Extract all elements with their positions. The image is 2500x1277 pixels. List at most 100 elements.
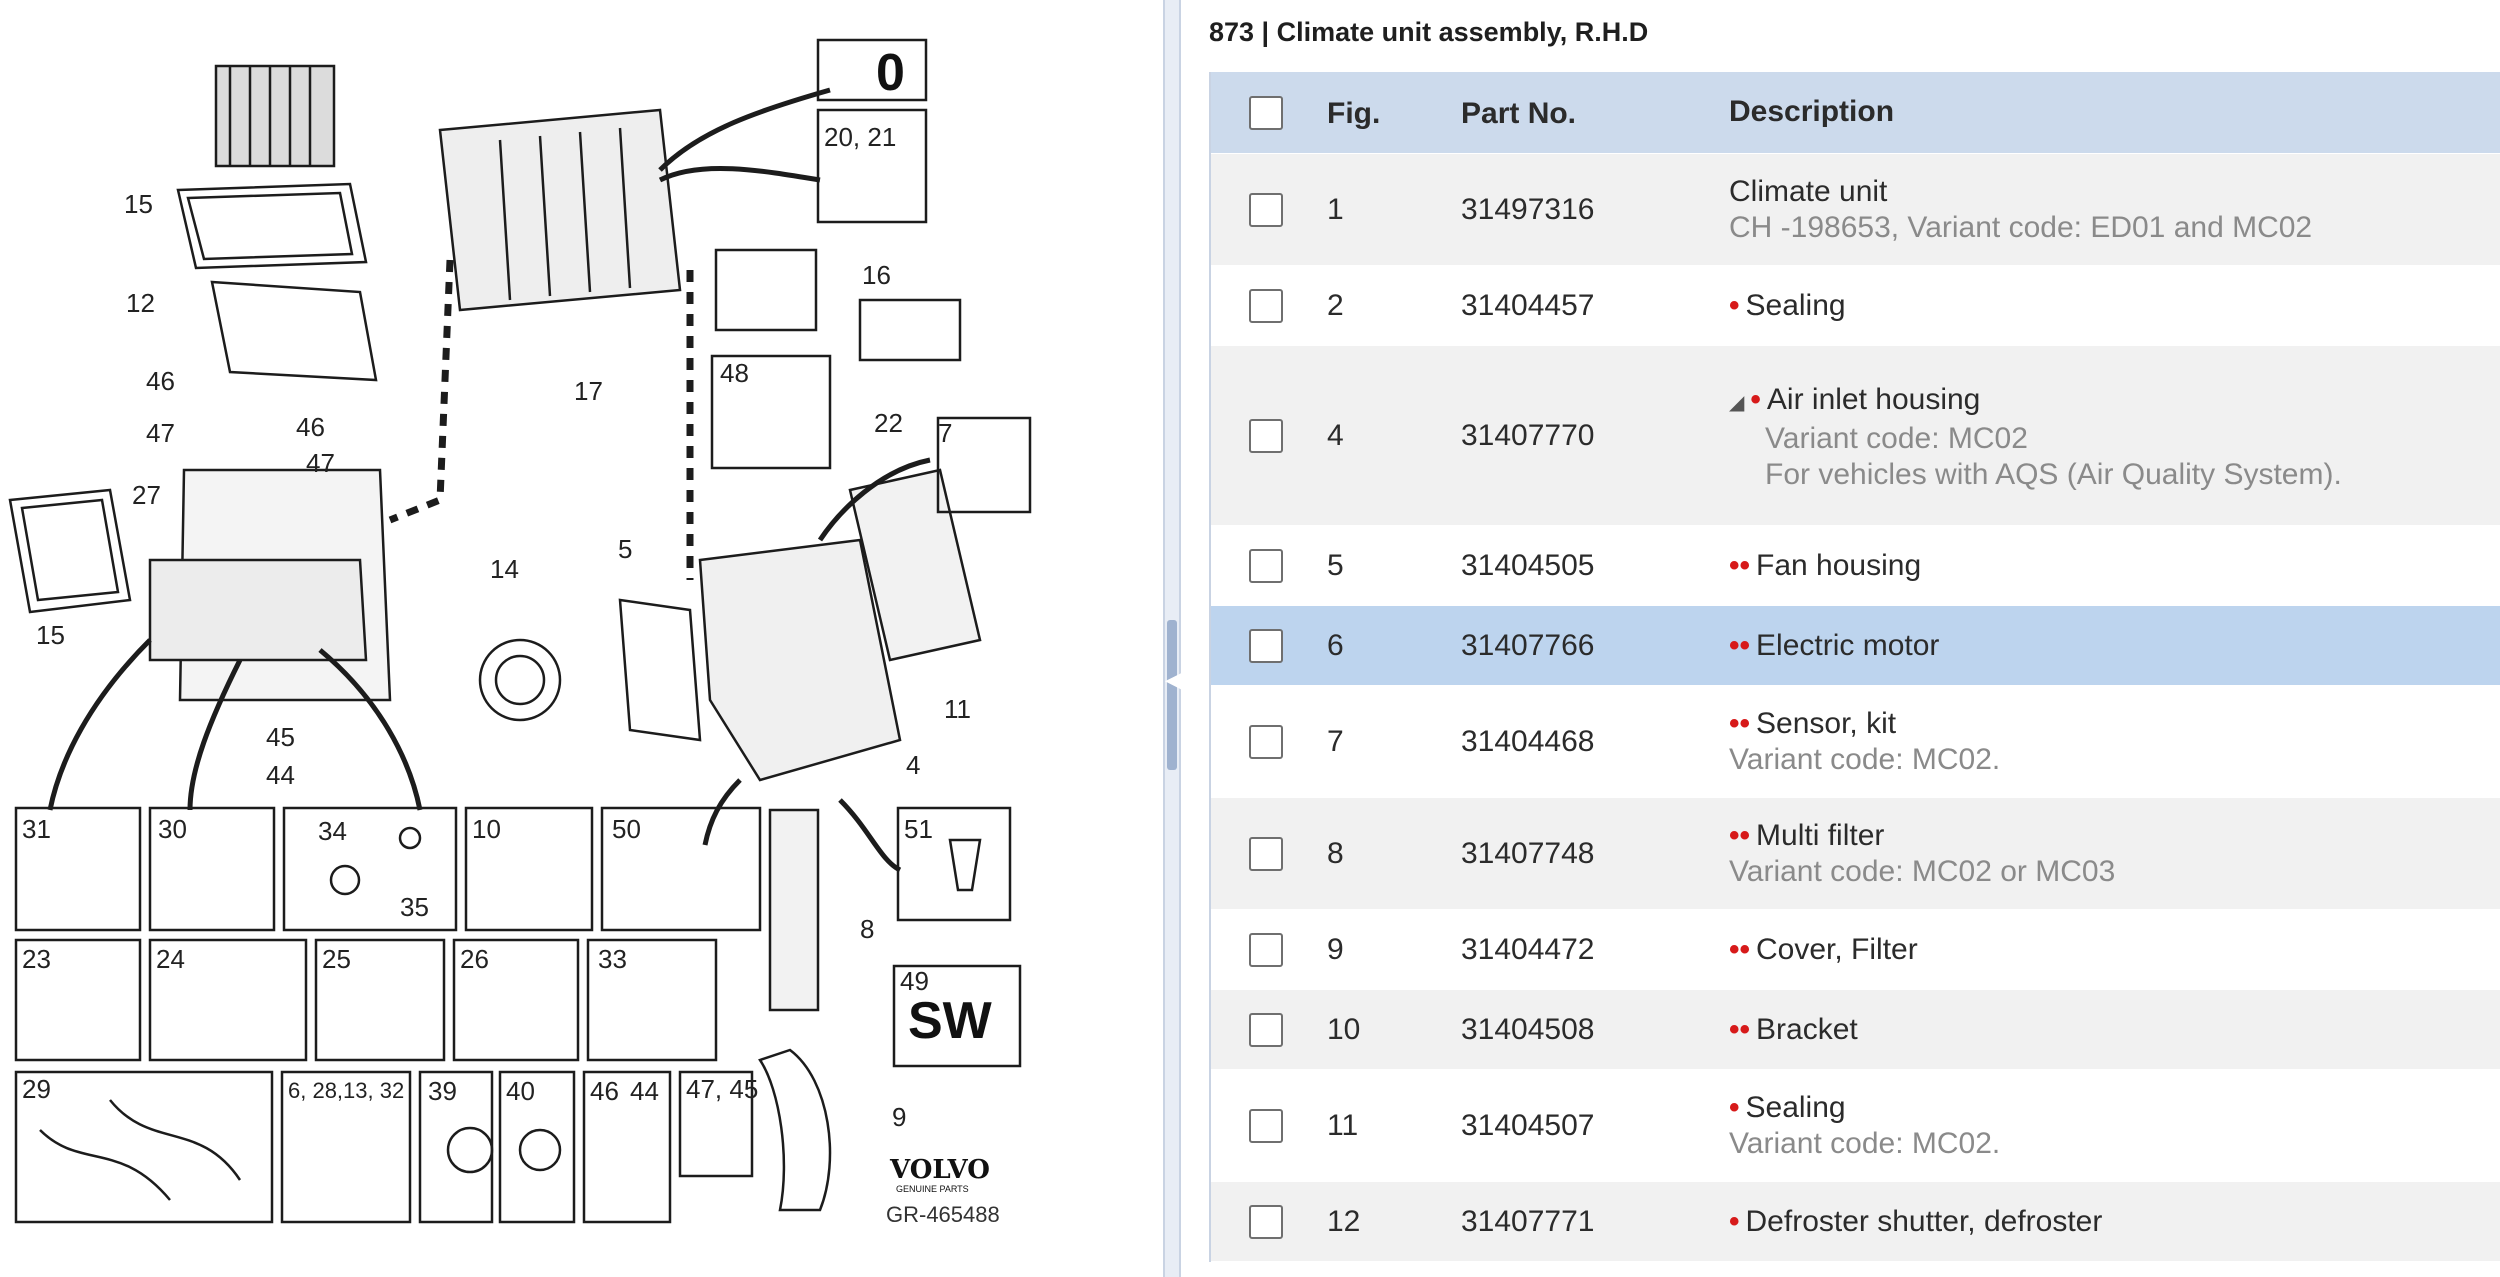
description-title: ••Fan housing: [1729, 548, 1921, 584]
column-header-description[interactable]: Description: [1729, 95, 1895, 128]
row-checkbox[interactable]: [1249, 1013, 1283, 1047]
hierarchy-marker: ••: [1729, 819, 1751, 852]
parts-list-panel: 873 | Climate unit assembly, R.H.D Fig. …: [1181, 0, 2500, 1277]
description-text: Sealing: [1745, 1091, 1846, 1124]
part-number: 31407771: [1461, 1205, 1595, 1238]
column-header-part-no[interactable]: Part No.: [1461, 97, 1577, 130]
part-description: •Defroster shutter, defroster: [1729, 1204, 2102, 1240]
table-header-row: Fig. Part No. Description: [1211, 72, 2500, 154]
description-text: Multi filter: [1756, 819, 1885, 852]
parts-diagram-drawing: 15 12 46 47 46 47 27 15 17 16 22 48 7 20…: [8, 38, 1032, 1227]
diagram-label: 9: [892, 1102, 906, 1132]
description-text: Climate unit: [1729, 175, 1888, 208]
description-title: •Sealing: [1729, 1090, 2000, 1126]
page-title: 873 | Climate unit assembly, R.H.D: [1209, 17, 1649, 47]
row-checkbox[interactable]: [1249, 1205, 1283, 1239]
hierarchy-marker: •: [1729, 289, 1740, 322]
diagram-label: 27: [132, 480, 161, 510]
fig-number: 5: [1327, 549, 1344, 582]
diagram-label: 4: [906, 750, 920, 780]
diagram-label: 8: [860, 914, 874, 944]
part-number: 31407770: [1461, 419, 1595, 452]
sw-box-label: SW: [908, 992, 993, 1050]
diagram-label: 47: [306, 448, 335, 478]
diagram-label: 30: [158, 814, 187, 844]
row-checkbox[interactable]: [1249, 725, 1283, 759]
row-checkbox[interactable]: [1249, 289, 1283, 323]
row-checkbox[interactable]: [1249, 1109, 1283, 1143]
part-number: 31404507: [1461, 1109, 1595, 1142]
diagram-label: 29: [22, 1074, 51, 1104]
row-checkbox[interactable]: [1249, 837, 1283, 871]
diagram-label: 23: [22, 944, 51, 974]
splitter-handle[interactable]: [1167, 620, 1177, 770]
diagram-label: 31: [22, 814, 51, 844]
hierarchy-marker: ••: [1729, 549, 1751, 582]
diagram-reference: GR-465488: [886, 1202, 1000, 1227]
diagram-label: 6, 28,13, 32: [288, 1078, 404, 1103]
fig-number: 10: [1327, 1013, 1361, 1046]
fig-number: 7: [1327, 725, 1344, 758]
description-note: CH -198653, Variant code: ED01 and MC02: [1729, 211, 2313, 244]
diagram-label: 44: [266, 760, 295, 790]
fig-number: 11: [1327, 1109, 1359, 1142]
row-checkbox[interactable]: [1249, 549, 1283, 583]
diagram-top-box-label: 0: [876, 44, 905, 102]
diagram-label: 15: [124, 189, 153, 219]
row-checkbox[interactable]: [1249, 419, 1283, 453]
hierarchy-marker: ••: [1729, 1013, 1751, 1046]
description-title: ••Bracket: [1729, 1012, 1858, 1048]
expand-triangle-icon[interactable]: ◢: [1729, 392, 1745, 414]
description-text: Sealing: [1745, 289, 1846, 322]
diagram-label: 34: [318, 816, 347, 846]
part-description: ••Bracket: [1729, 1012, 1858, 1048]
description-title: •Defroster shutter, defroster: [1729, 1204, 2102, 1240]
collapse-arrow-icon[interactable]: ◀: [1165, 668, 1182, 693]
diagram-label: 46: [590, 1076, 619, 1106]
diagram-label: 20, 21: [824, 122, 896, 152]
description-note: For vehicles with AQS (Air Quality Syste…: [1765, 458, 2342, 491]
hierarchy-marker: ••: [1729, 933, 1751, 966]
hierarchy-marker: ••: [1729, 707, 1751, 740]
volvo-logo-subtitle: GENUINE PARTS: [896, 1184, 969, 1194]
fig-number: 12: [1327, 1205, 1361, 1238]
description-title: ••Multi filter: [1729, 818, 2115, 854]
part-description: ••Cover, Filter: [1729, 932, 1918, 968]
diagram-label: 40: [506, 1076, 535, 1106]
hierarchy-marker: •: [1729, 1205, 1740, 1238]
row-checkbox[interactable]: [1249, 933, 1283, 967]
part-number: 31407748: [1461, 837, 1595, 870]
diagram-label: 46: [146, 366, 175, 396]
panel-splitter[interactable]: ◀: [1163, 0, 1182, 1277]
column-header-fig[interactable]: Fig.: [1327, 97, 1381, 130]
diagram-label: 47: [146, 418, 175, 448]
diagram-label: 45: [266, 722, 295, 752]
description-title: Climate unit: [1729, 174, 2312, 210]
diagram-label: 51: [904, 814, 933, 844]
row-checkbox[interactable]: [1249, 629, 1283, 663]
table-row[interactable]: 12 31407771 •Defroster shutter, defroster: [1211, 1182, 2500, 1262]
part-number: 31497316: [1461, 193, 1595, 226]
select-all-checkbox[interactable]: [1249, 96, 1283, 130]
row-checkbox[interactable]: [1249, 193, 1283, 227]
diagram-label: 39: [428, 1076, 457, 1106]
description-note: Variant code: MC02: [1765, 422, 2028, 455]
description-title: ••Sensor, kit: [1729, 706, 2000, 742]
description-text: Bracket: [1756, 1013, 1858, 1046]
